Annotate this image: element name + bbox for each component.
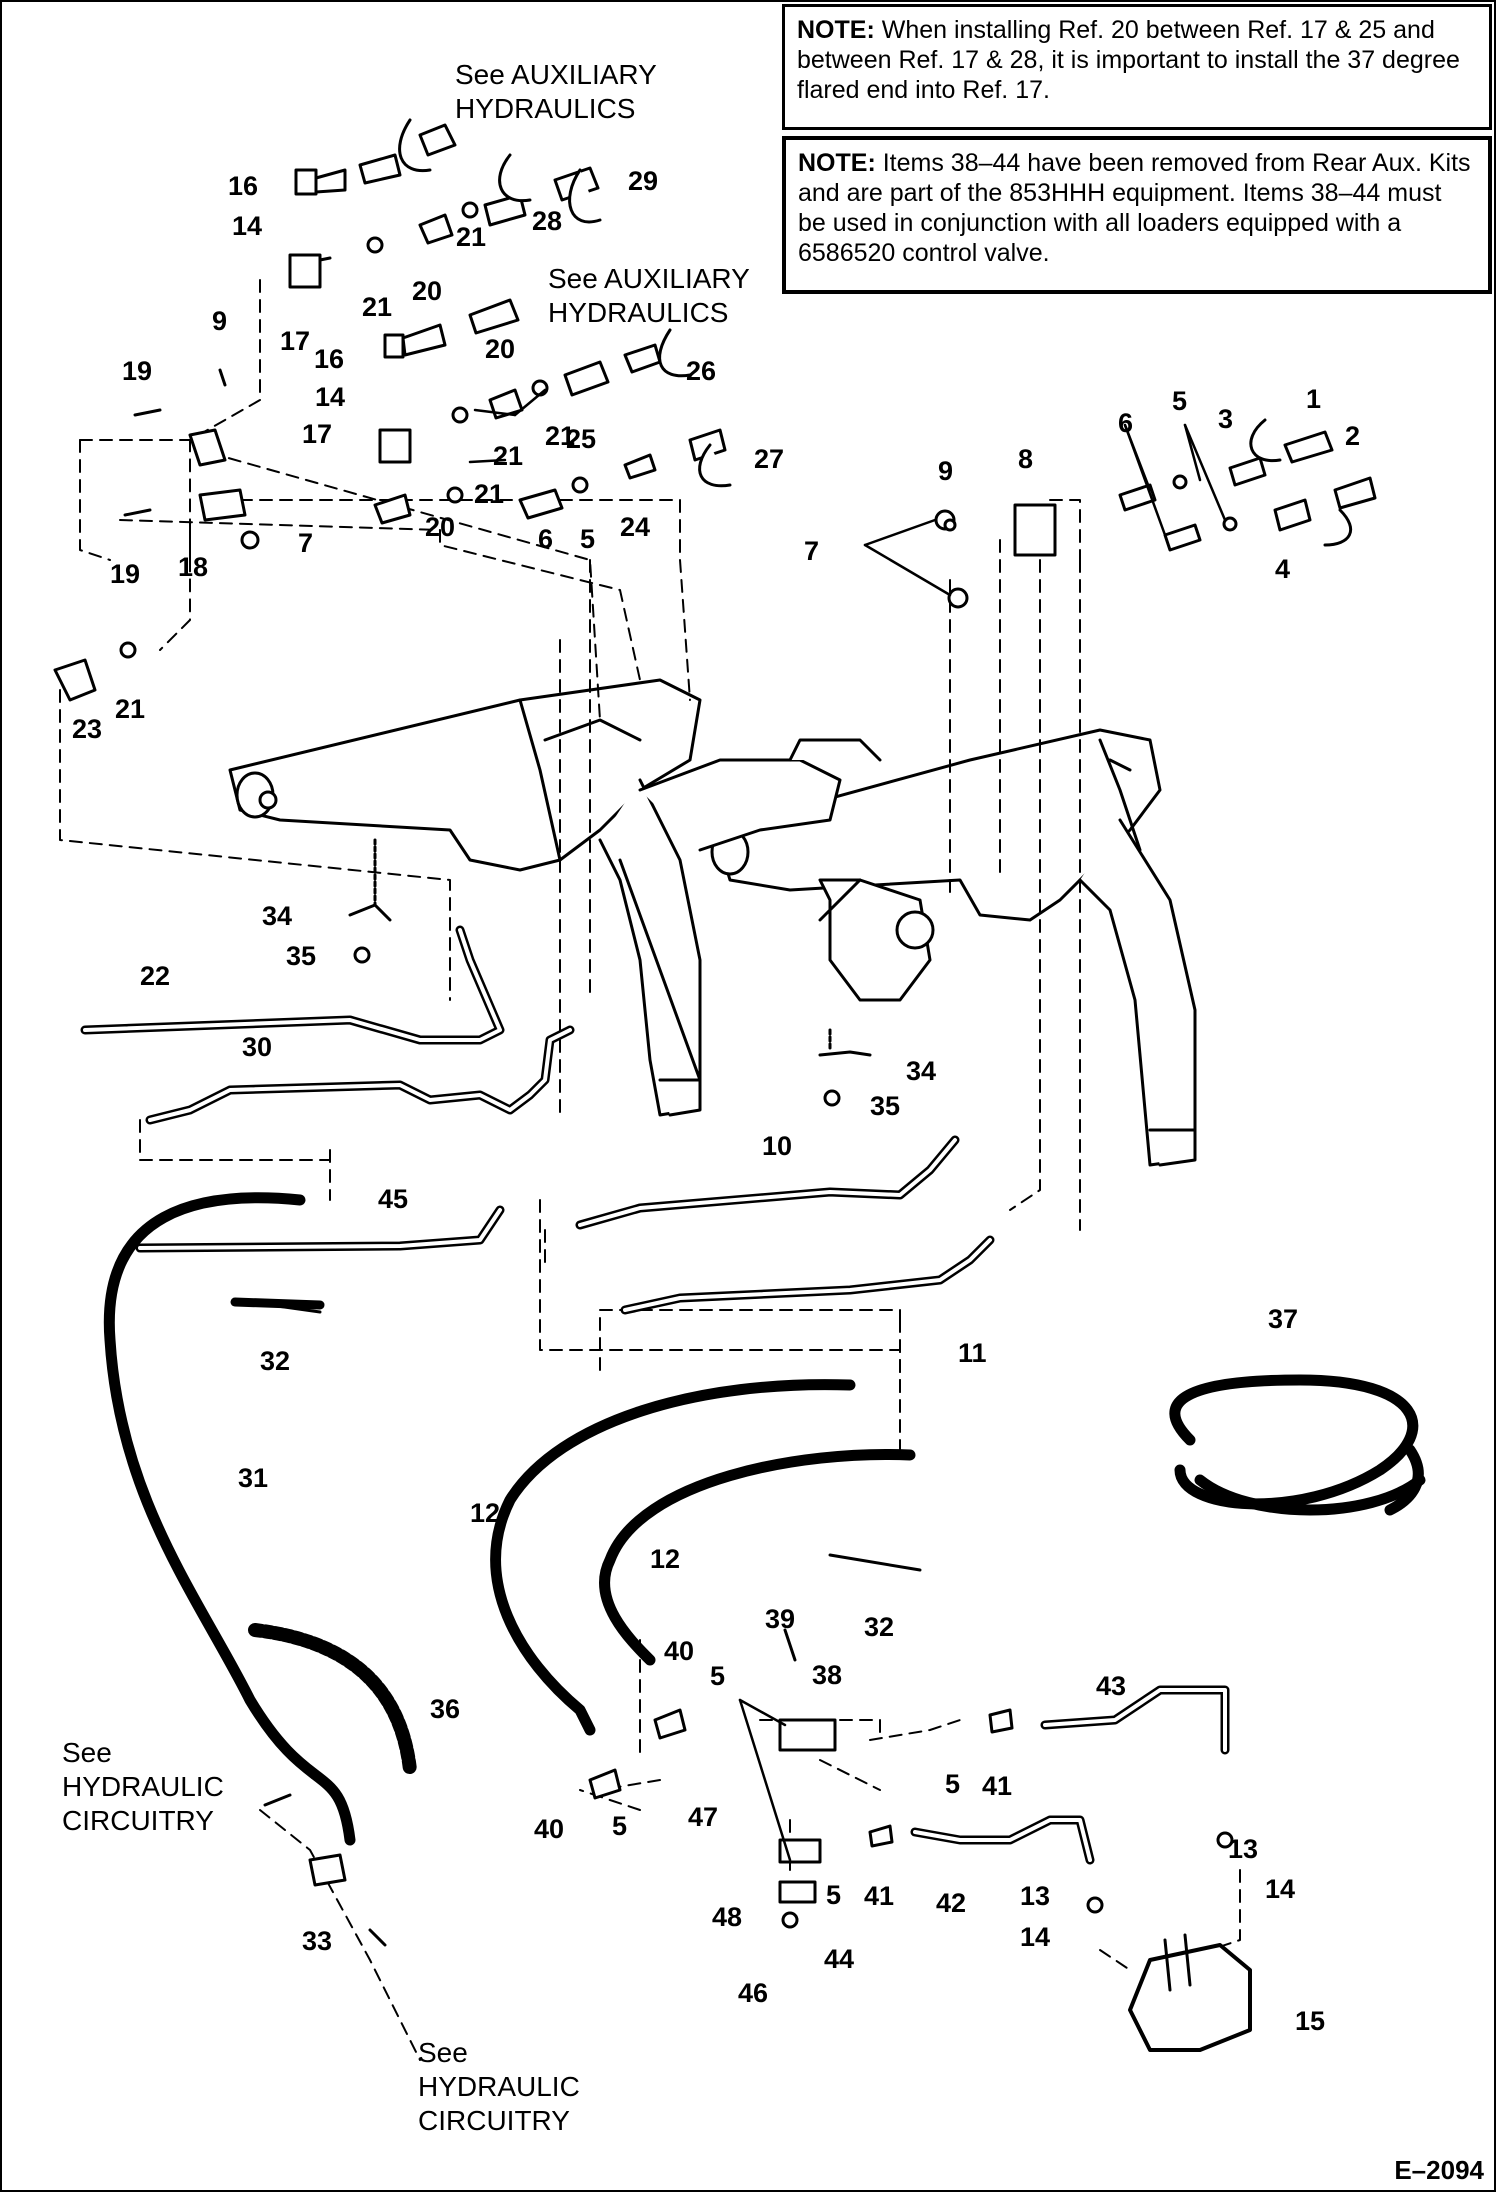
callout-4: 4	[1275, 554, 1290, 584]
loader-arm-left	[228, 678, 702, 1117]
callout-13b: 13	[1020, 1881, 1050, 1911]
callout-41b: 41	[864, 1881, 894, 1911]
ref-auxiliary-hydraulics-middle: See AUXILIARY HYDRAULICS	[548, 263, 750, 328]
note-text: When installing Ref. 20 between Ref. 17 …	[797, 16, 1460, 104]
callout-41a: 41	[982, 1771, 1012, 1801]
callout-21d: 21	[474, 479, 504, 509]
callout-3: 3	[1218, 404, 1233, 434]
callout-40b: 40	[534, 1814, 564, 1844]
callout-35b: 35	[870, 1091, 900, 1121]
note-prefix: NOTE:	[798, 149, 876, 177]
note-text: Items 38–44 have been removed from Rear …	[798, 149, 1471, 267]
callout-28: 28	[532, 206, 562, 236]
callout-23: 23	[72, 714, 102, 744]
callout-5c: 5	[710, 1661, 725, 1691]
callout-2: 2	[1345, 421, 1360, 451]
callout-32b: 32	[864, 1612, 894, 1642]
hose-guard	[248, 1623, 417, 1777]
note-prefix: NOTE:	[797, 16, 875, 44]
callout-35a: 35	[286, 941, 316, 971]
hoses	[103, 1192, 1426, 1846]
callout-17a: 17	[280, 326, 310, 356]
callout-21c: 21	[493, 441, 523, 471]
callout-13a: 13	[1228, 1834, 1258, 1864]
callout-21f: 21	[545, 421, 575, 451]
note-box-ref20: NOTE: When installing Ref. 20 between Re…	[782, 4, 1492, 130]
loader-cross-member	[618, 738, 935, 1082]
callout-32a: 32	[260, 1346, 290, 1376]
callout-12b: 12	[650, 1544, 680, 1574]
callout-16a: 16	[228, 171, 258, 201]
callout-34b: 34	[906, 1056, 936, 1086]
callout-24: 24	[620, 512, 650, 542]
callout-47: 47	[688, 1802, 718, 1832]
callout-5f: 5	[826, 1880, 841, 1910]
callout-29: 29	[628, 166, 658, 196]
callout-26: 26	[686, 356, 716, 386]
callout-27: 27	[754, 444, 784, 474]
callout-labels: 1 2 3 4 5 5 5 5 5 5 6 6 7 7 8 9 9 10 11 …	[72, 166, 1360, 2036]
callout-8: 8	[1018, 444, 1033, 474]
ref-hydraulic-circuitry-left: See HYDRAULIC CIRCUITRY	[62, 1737, 224, 1836]
callout-20a: 20	[412, 276, 442, 306]
callout-25: 25	[566, 424, 596, 454]
callout-16b: 16	[314, 344, 344, 374]
note-box-items-38-44: NOTE: Items 38–44 have been removed from…	[782, 136, 1492, 294]
callout-21e: 21	[115, 694, 145, 724]
callout-12a: 12	[470, 1498, 500, 1528]
callout-40a: 40	[664, 1636, 694, 1666]
callout-14d: 14	[1020, 1922, 1050, 1952]
callout-9a: 9	[212, 306, 227, 336]
callout-1: 1	[1306, 384, 1321, 414]
drawing-code: E–2094	[1394, 2155, 1484, 2185]
callout-5e: 5	[612, 1811, 627, 1841]
callout-9b: 9	[938, 456, 953, 486]
callout-37: 37	[1268, 1304, 1298, 1334]
callout-18: 18	[178, 552, 208, 582]
callout-45: 45	[378, 1184, 408, 1214]
callout-21a: 21	[362, 292, 392, 322]
callout-19b: 19	[110, 559, 140, 589]
ref-hydraulic-circuitry-bottom: See HYDRAULIC CIRCUITRY	[418, 2037, 580, 2136]
callout-31: 31	[238, 1463, 268, 1493]
callout-6a: 6	[1118, 408, 1133, 438]
ref-auxiliary-hydraulics-top: See AUXILIARY HYDRAULICS	[455, 59, 657, 124]
callout-42: 42	[936, 1888, 966, 1918]
callout-5a: 5	[1172, 386, 1187, 416]
callout-6b: 6	[538, 524, 553, 554]
callout-7a: 7	[298, 528, 313, 558]
callout-20c: 20	[425, 512, 455, 542]
callout-10: 10	[762, 1131, 792, 1161]
callout-46: 46	[738, 1978, 768, 2008]
callout-43: 43	[1096, 1671, 1126, 1701]
callout-5b: 5	[580, 524, 595, 554]
callout-33: 33	[302, 1926, 332, 1956]
callout-21b: 21	[456, 222, 486, 252]
callout-34a: 34	[262, 901, 292, 931]
callout-14c: 14	[1265, 1874, 1295, 1904]
callout-14b: 14	[315, 382, 345, 412]
callout-5d: 5	[945, 1769, 960, 1799]
loader-arm-right	[710, 728, 1197, 1167]
callout-30: 30	[242, 1032, 272, 1062]
callout-15: 15	[1295, 2006, 1325, 2036]
callout-39: 39	[765, 1604, 795, 1634]
callout-38: 38	[812, 1660, 842, 1690]
callout-22: 22	[140, 961, 170, 991]
leader-lines	[468, 388, 1227, 1862]
callout-14a: 14	[232, 211, 262, 241]
callout-36: 36	[430, 1694, 460, 1724]
callout-11: 11	[958, 1338, 987, 1368]
callout-20b: 20	[485, 334, 515, 364]
callout-44: 44	[824, 1944, 854, 1974]
fittings	[53, 118, 1377, 2052]
callout-7b: 7	[804, 536, 819, 566]
callout-48: 48	[712, 1902, 742, 1932]
callout-17b: 17	[302, 419, 332, 449]
callout-19a: 19	[122, 356, 152, 386]
